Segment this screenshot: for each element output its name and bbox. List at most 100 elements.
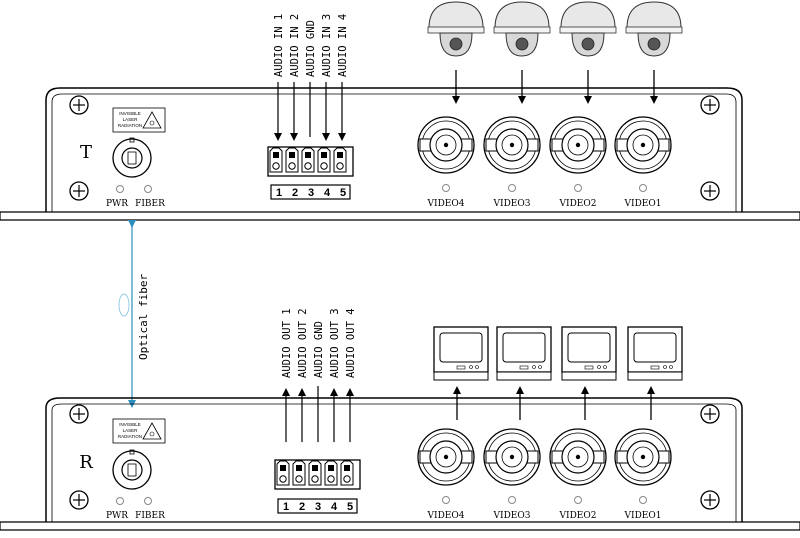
audio-line-label: AUDIO GND: [305, 20, 317, 77]
terminal-number: 2: [299, 501, 305, 513]
video-port-label: VIDEO1: [624, 199, 662, 209]
pwr-label: PWR: [106, 199, 128, 209]
audio-output-labels: AUDIO OUT 1 AUDIO OUT 2 AUDIO GND AUDIO …: [281, 308, 357, 378]
monitor-icon: [627, 326, 683, 381]
terminal-number: 5: [340, 187, 346, 199]
video-port-label: VIDEO2: [559, 511, 597, 521]
audio-line-label: AUDIO OUT 1: [281, 308, 293, 378]
terminal-screw[interactable]: [292, 460, 306, 486]
video-led: [442, 184, 450, 192]
bnc-video-connector[interactable]: [549, 116, 607, 174]
receiver-unit-letter: R: [79, 452, 93, 473]
audio-input-lines: [274, 82, 346, 141]
video-led: [574, 184, 582, 192]
laser-warning-line: RADIATION: [118, 123, 142, 128]
pwr-led: [116, 185, 124, 193]
audio-line-label: AUDIO IN 3: [321, 14, 333, 77]
video-port-label: VIDEO1: [624, 511, 662, 521]
fiber-label: FIBER: [135, 511, 165, 521]
terminal-number: 1: [276, 187, 282, 199]
screw-icon: [700, 181, 720, 201]
bnc-video-connector[interactable]: [549, 428, 607, 486]
terminal-number: 3: [308, 187, 314, 199]
transmitter-unit: T INVISIBLE LASER RADIATION PWR FIBER: [0, 1, 800, 221]
audio-output-lines: [282, 386, 354, 442]
terminal-number: 4: [331, 501, 338, 513]
audio-terminal-block[interactable]: [267, 146, 354, 177]
monitor-icon: [433, 326, 489, 381]
pwr-led: [116, 497, 124, 505]
fiber-connector[interactable]: [112, 137, 152, 178]
laser-hazard-icon: [142, 111, 162, 129]
bnc-video-connector[interactable]: [614, 116, 672, 174]
fiber-led: [144, 185, 152, 193]
audio-input-labels: AUDIO IN 1 AUDIO IN 2 AUDIO GND AUDIO IN…: [273, 14, 349, 77]
audio-line-label: AUDIO IN 1: [273, 14, 285, 77]
optical-fiber-label: Optical fiber: [137, 274, 150, 360]
audio-line-label: AUDIO GND: [313, 321, 325, 378]
terminal-number: 4: [324, 187, 331, 199]
video-led: [574, 496, 582, 504]
bnc-video-connector[interactable]: [614, 428, 672, 486]
video-led: [442, 496, 450, 504]
monitor-icon: [561, 326, 617, 381]
terminal-number: 3: [315, 501, 321, 513]
video-port-label: VIDEO4: [427, 511, 465, 521]
screw-icon: [700, 404, 720, 424]
monitor-icon: [496, 326, 552, 381]
dome-camera-icon: [493, 1, 551, 57]
terminal-number-strip: 1 2 3 4 5: [270, 184, 351, 200]
terminal-screw[interactable]: [333, 147, 347, 173]
dome-camera-icon: [427, 1, 485, 57]
terminal-screw[interactable]: [276, 460, 290, 486]
laser-hazard-icon: [142, 422, 162, 440]
laser-warning-line: RADIATION: [118, 434, 142, 439]
audio-line-label: AUDIO IN 2: [289, 14, 301, 77]
screw-icon: [69, 490, 89, 510]
laser-warning-line: INVISIBLE: [119, 422, 141, 427]
terminal-screw[interactable]: [301, 147, 315, 173]
terminal-number-strip: 1 2 3 4 5: [277, 498, 358, 514]
audio-line-label: AUDIO IN 4: [337, 14, 349, 77]
transmitter-chassis: [0, 211, 800, 221]
video-led: [639, 496, 647, 504]
video-led: [639, 184, 647, 192]
terminal-screw[interactable]: [308, 460, 322, 486]
video-led: [508, 184, 516, 192]
bnc-video-connector[interactable]: [483, 428, 541, 486]
receiver-unit: R INVISIBLE LASER RADIATION PWR FIBER: [0, 308, 800, 531]
receiver-chassis: [0, 521, 800, 531]
audio-terminal-block[interactable]: [274, 459, 361, 490]
video-port-label: VIDEO4: [427, 199, 465, 209]
dome-camera-icon: [625, 1, 683, 57]
bnc-video-connector[interactable]: [483, 116, 541, 174]
transmitter-unit-letter: T: [80, 142, 92, 163]
terminal-number: 5: [347, 501, 353, 513]
terminal-screw[interactable]: [324, 460, 338, 486]
terminal-number: 1: [283, 501, 289, 513]
video-port-label: VIDEO2: [559, 199, 597, 209]
audio-line-label: AUDIO OUT 4: [345, 308, 357, 378]
audio-line-label: AUDIO OUT 2: [297, 308, 309, 378]
laser-warning-label: INVISIBLE LASER RADIATION: [112, 107, 166, 133]
bnc-video-connector[interactable]: [417, 116, 475, 174]
terminal-screw[interactable]: [269, 147, 283, 173]
video-led: [508, 496, 516, 504]
screw-icon: [700, 95, 720, 115]
video-port-label: VIDEO3: [493, 511, 531, 521]
audio-line-label: AUDIO OUT 3: [329, 308, 341, 378]
terminal-screw[interactable]: [285, 147, 299, 173]
screw-icon: [69, 181, 89, 201]
terminal-screw[interactable]: [317, 147, 331, 173]
terminal-screw[interactable]: [340, 460, 354, 486]
terminal-number: 2: [292, 187, 298, 199]
fiber-label: FIBER: [135, 199, 165, 209]
pwr-label: PWR: [106, 511, 128, 521]
bnc-video-connector[interactable]: [417, 428, 475, 486]
fiber-connector[interactable]: [112, 449, 152, 490]
optical-fiber-link: Optical fiber: [118, 220, 150, 408]
screw-icon: [69, 95, 89, 115]
laser-warning-line: LASER: [123, 117, 139, 122]
laser-warning-label: INVISIBLE LASER RADIATION: [112, 418, 166, 444]
